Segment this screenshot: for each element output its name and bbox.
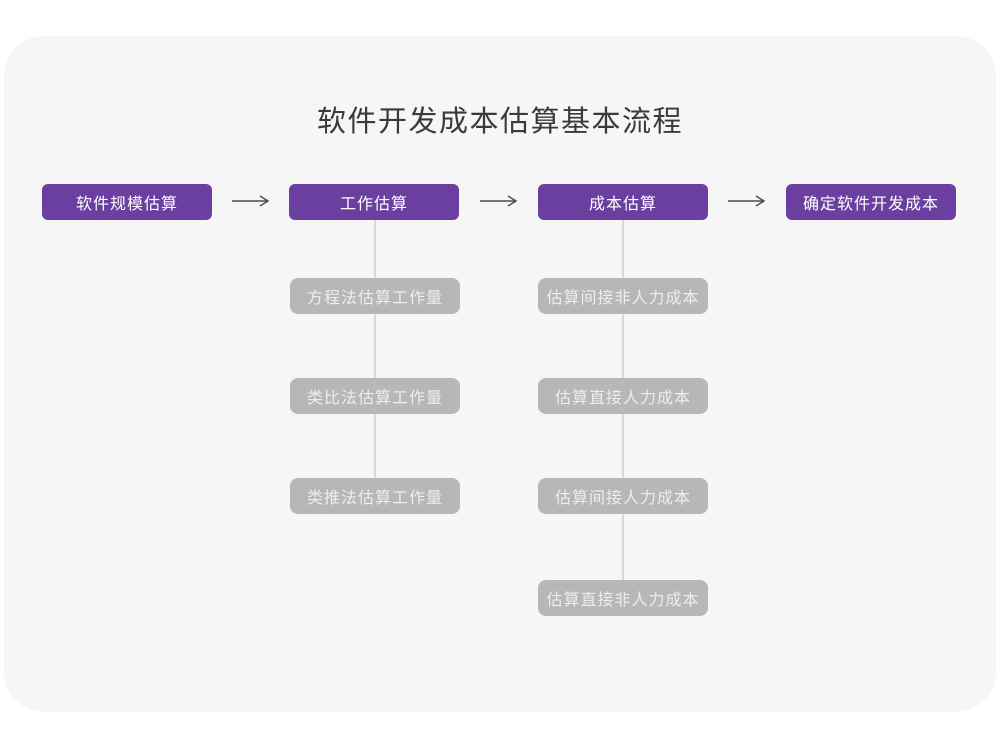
node-cost-estimation: 成本估算 bbox=[538, 184, 708, 220]
node-indirect-nonlabor-cost: 估算间接非人力成本 bbox=[538, 278, 708, 314]
node-equation-method-effort: 方程法估算工作量 bbox=[290, 278, 460, 314]
node-analogy-method-effort: 类比法估算工作量 bbox=[290, 378, 460, 414]
node-software-scale-estimation: 软件规模估算 bbox=[42, 184, 212, 220]
arrow-right-icon bbox=[727, 194, 767, 208]
node-direct-nonlabor-cost: 估算直接非人力成本 bbox=[538, 580, 708, 616]
node-direct-labor-cost: 估算直接人力成本 bbox=[538, 378, 708, 414]
node-determine-dev-cost: 确定软件开发成本 bbox=[786, 184, 956, 220]
node-indirect-labor-cost: 估算间接人力成本 bbox=[538, 478, 708, 514]
diagram-title: 软件开发成本估算基本流程 bbox=[316, 106, 683, 138]
arrow-right-icon bbox=[231, 194, 271, 208]
arrow-right-icon bbox=[479, 194, 519, 208]
node-extrapolation-method-effort: 类推法估算工作量 bbox=[290, 478, 460, 514]
node-work-estimation: 工作估算 bbox=[289, 184, 459, 220]
canvas-card bbox=[4, 36, 996, 712]
connector-line-work bbox=[374, 220, 376, 497]
